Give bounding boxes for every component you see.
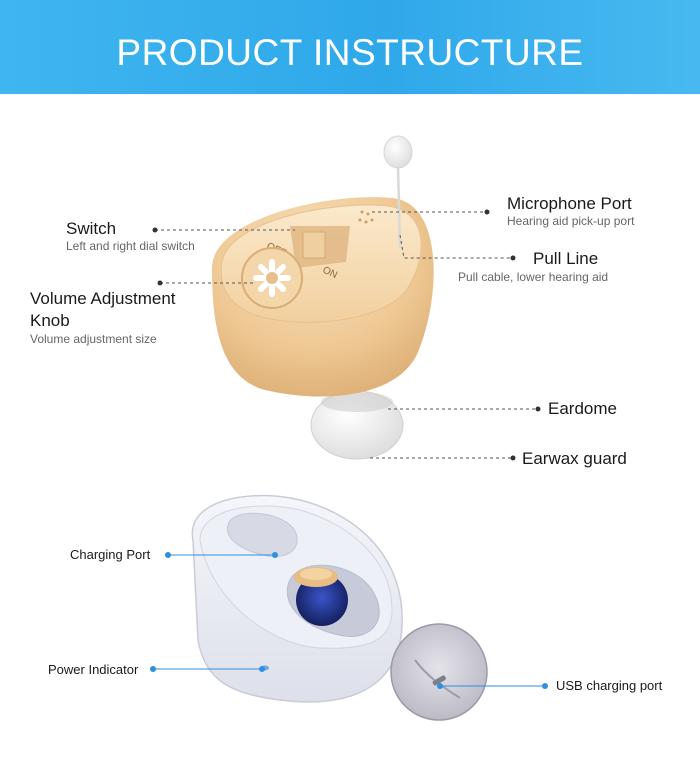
hearing-aid-leaders: [155, 211, 538, 459]
earwax-guard-label: Earwax guard: [522, 449, 627, 468]
microphone-port-description: Hearing aid pick-up port: [507, 214, 635, 228]
charging-case: [191, 494, 488, 721]
page-title: PRODUCT INSTRUCTURE: [116, 32, 584, 73]
header-banner: PRODUCT INSTRUCTURE: [0, 0, 700, 94]
switch-label: Switch: [66, 219, 117, 238]
usb-port-zoom: [390, 623, 488, 721]
microphone-port-label: Microphone Port: [507, 194, 632, 213]
volume-knob-label-line2: Knob: [30, 311, 70, 330]
hearing-aid: OFF ON: [212, 135, 434, 460]
switch-description: Left and right dial switch: [66, 239, 195, 253]
case-leaders: [153, 554, 545, 687]
eardome-label: Eardome: [548, 399, 617, 418]
pull-line-shape: [396, 164, 402, 249]
charging-port-label: Charging Port: [70, 547, 151, 562]
volume-knob-label-line1: Volume Adjustment: [30, 289, 176, 308]
usb-charging-port-label: USB charging port: [556, 678, 663, 693]
pull-line-description: Pull cable, lower hearing aid: [458, 270, 609, 284]
power-indicator-label: Power Indicator: [48, 662, 139, 677]
volume-knob-description: Volume adjustment size: [30, 332, 157, 346]
pull-line-label: Pull Line: [533, 249, 599, 268]
